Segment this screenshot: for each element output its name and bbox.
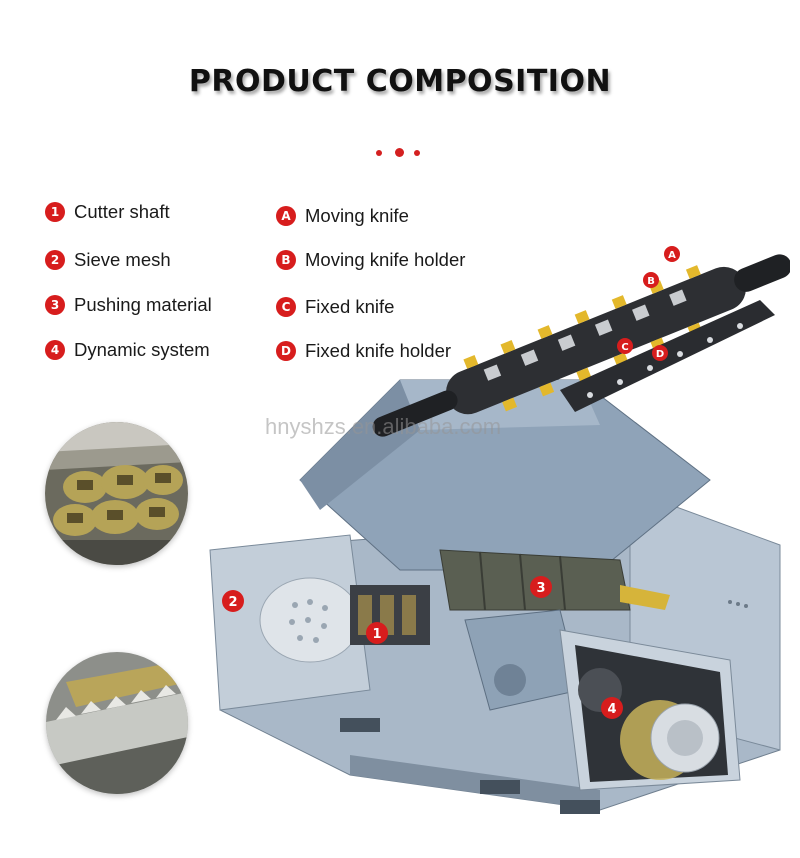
legend-marker: C [276,297,296,317]
legend-marker: D [276,341,296,361]
svg-text:D: D [656,349,664,360]
callout-b: B [643,272,659,288]
shredder-machine-illustration: 1 2 3 4 A B C D [209,246,790,814]
legend-item-moving-knife: A Moving knife [276,203,409,229]
legend-label: Dynamic system [74,339,210,360]
rotor-closeup-image [45,422,188,565]
page-title: PRODUCT COMPOSITION [188,64,612,99]
svg-text:B: B [647,276,655,287]
legend-item-moving-knife-holder: B Moving knife holder [276,247,465,273]
legend-item-dynamic-system: 4 Dynamic system [45,337,210,363]
callout-2: 2 [222,590,244,612]
legend-label: Pushing material [74,294,212,315]
legend-label: Fixed knife holder [305,340,452,361]
callout-4: 4 [601,697,623,719]
callout-a: A [664,246,680,262]
legend-item-cutter-shaft: 1 Cutter shaft [45,199,170,225]
legend-marker: 4 [45,340,65,360]
legend-item-pushing-material: 3 Pushing material [45,292,212,318]
legend-marker: 1 [45,202,65,222]
callout-d: D [652,345,668,361]
callout-c: C [617,338,633,354]
legend-label: Moving knife holder [305,249,466,270]
watermark: hnyshzs.en.alibaba.com [265,414,502,439]
svg-text:1: 1 [372,627,381,642]
svg-text:4: 4 [607,702,616,717]
legend-item-fixed-knife: C Fixed knife [276,294,394,320]
legend-label: Fixed knife [305,296,395,317]
legend-marker: 3 [45,295,65,315]
legend-item-fixed-knife-holder: D Fixed knife holder [276,338,451,364]
legend-marker: 2 [45,250,65,270]
decorative-dots-icon [376,148,424,158]
legend-label: Sieve mesh [74,249,171,270]
legend-label: Cutter shaft [74,201,170,222]
svg-text:A: A [668,250,676,261]
svg-text:C: C [621,342,628,353]
legend-item-sieve-mesh: 2 Sieve mesh [45,247,171,273]
fixed-knife-closeup-image [46,652,188,794]
callout-3: 3 [530,576,552,598]
svg-text:3: 3 [536,581,545,596]
svg-text:2: 2 [228,595,237,610]
legend-marker: B [276,250,296,270]
legend-label: Moving knife [305,205,409,226]
callout-1: 1 [366,622,388,644]
legend-marker: A [276,206,296,226]
